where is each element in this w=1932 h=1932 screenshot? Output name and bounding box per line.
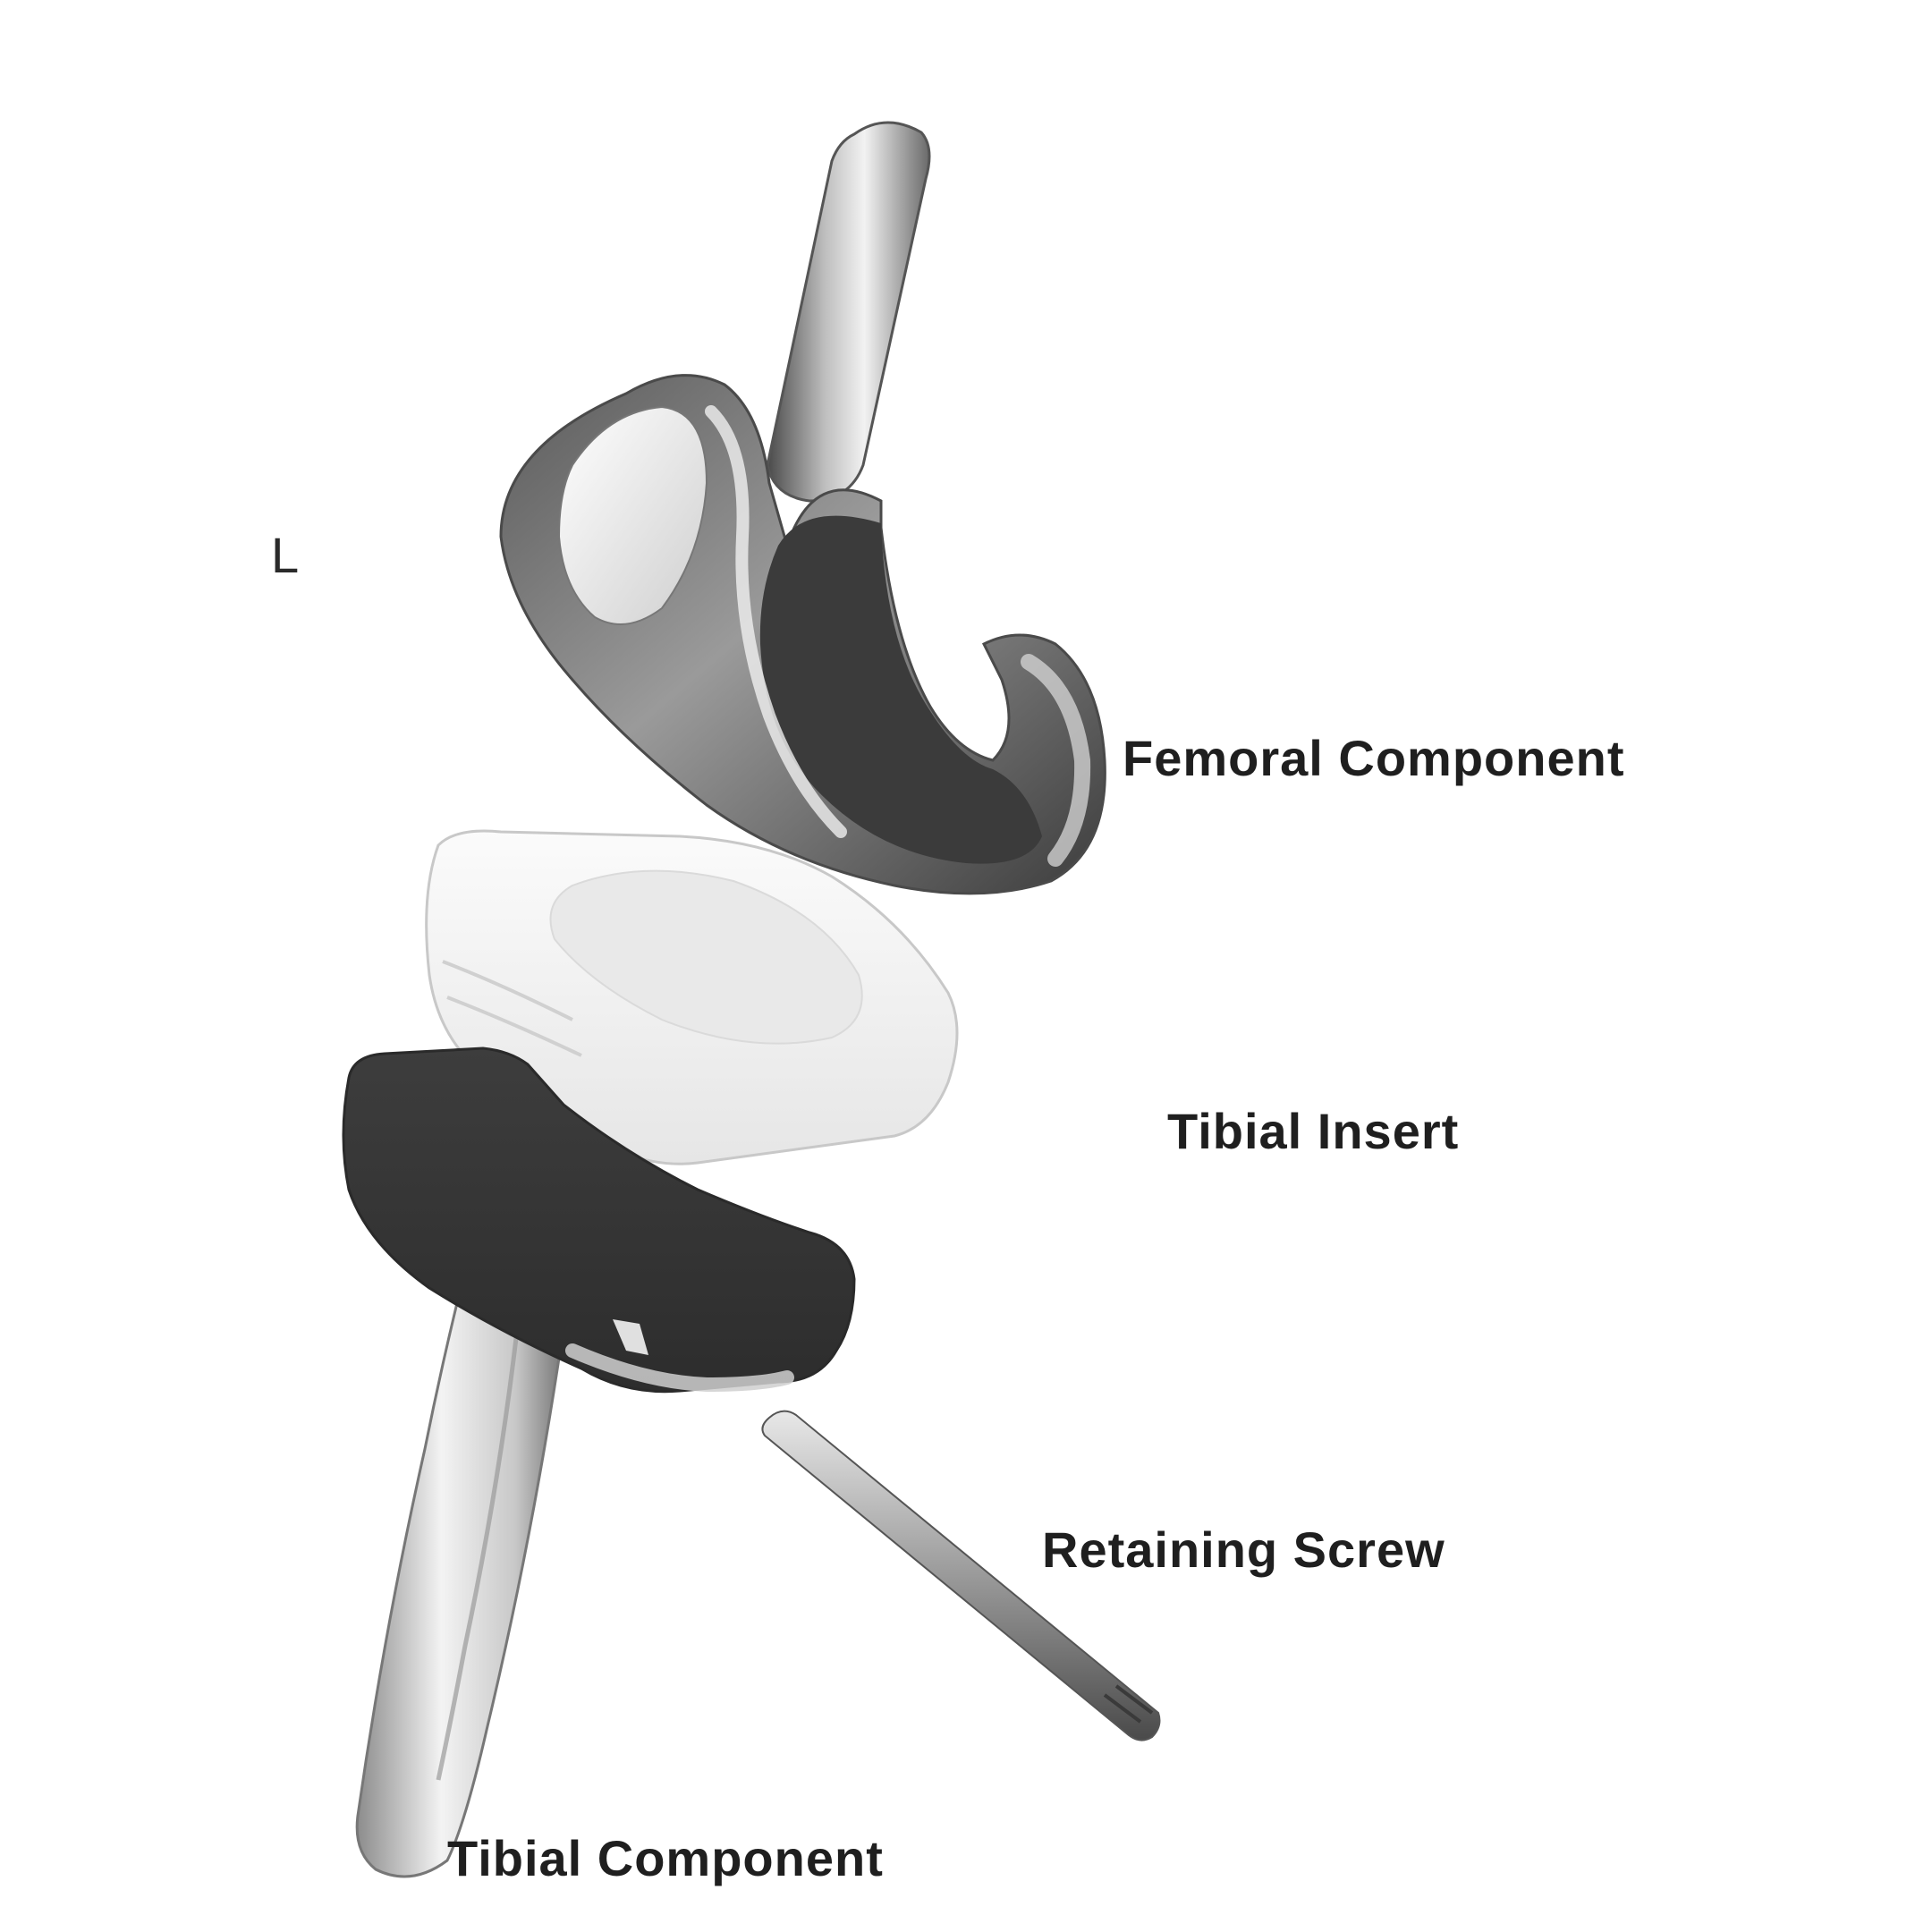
femoral-stem bbox=[767, 123, 929, 501]
femoral-component-label: Femoral Component bbox=[1123, 729, 1624, 787]
tibial-insert-label: Tibial Insert bbox=[1167, 1102, 1459, 1160]
tibial-component bbox=[343, 1048, 854, 1877]
side-marker-label: L bbox=[271, 526, 299, 584]
tibial-stem bbox=[357, 1270, 568, 1877]
tibial-component-label: Tibial Component bbox=[447, 1829, 884, 1887]
femoral-component bbox=[501, 123, 1105, 894]
retaining-screw-label: Retaining Screw bbox=[1042, 1521, 1445, 1579]
